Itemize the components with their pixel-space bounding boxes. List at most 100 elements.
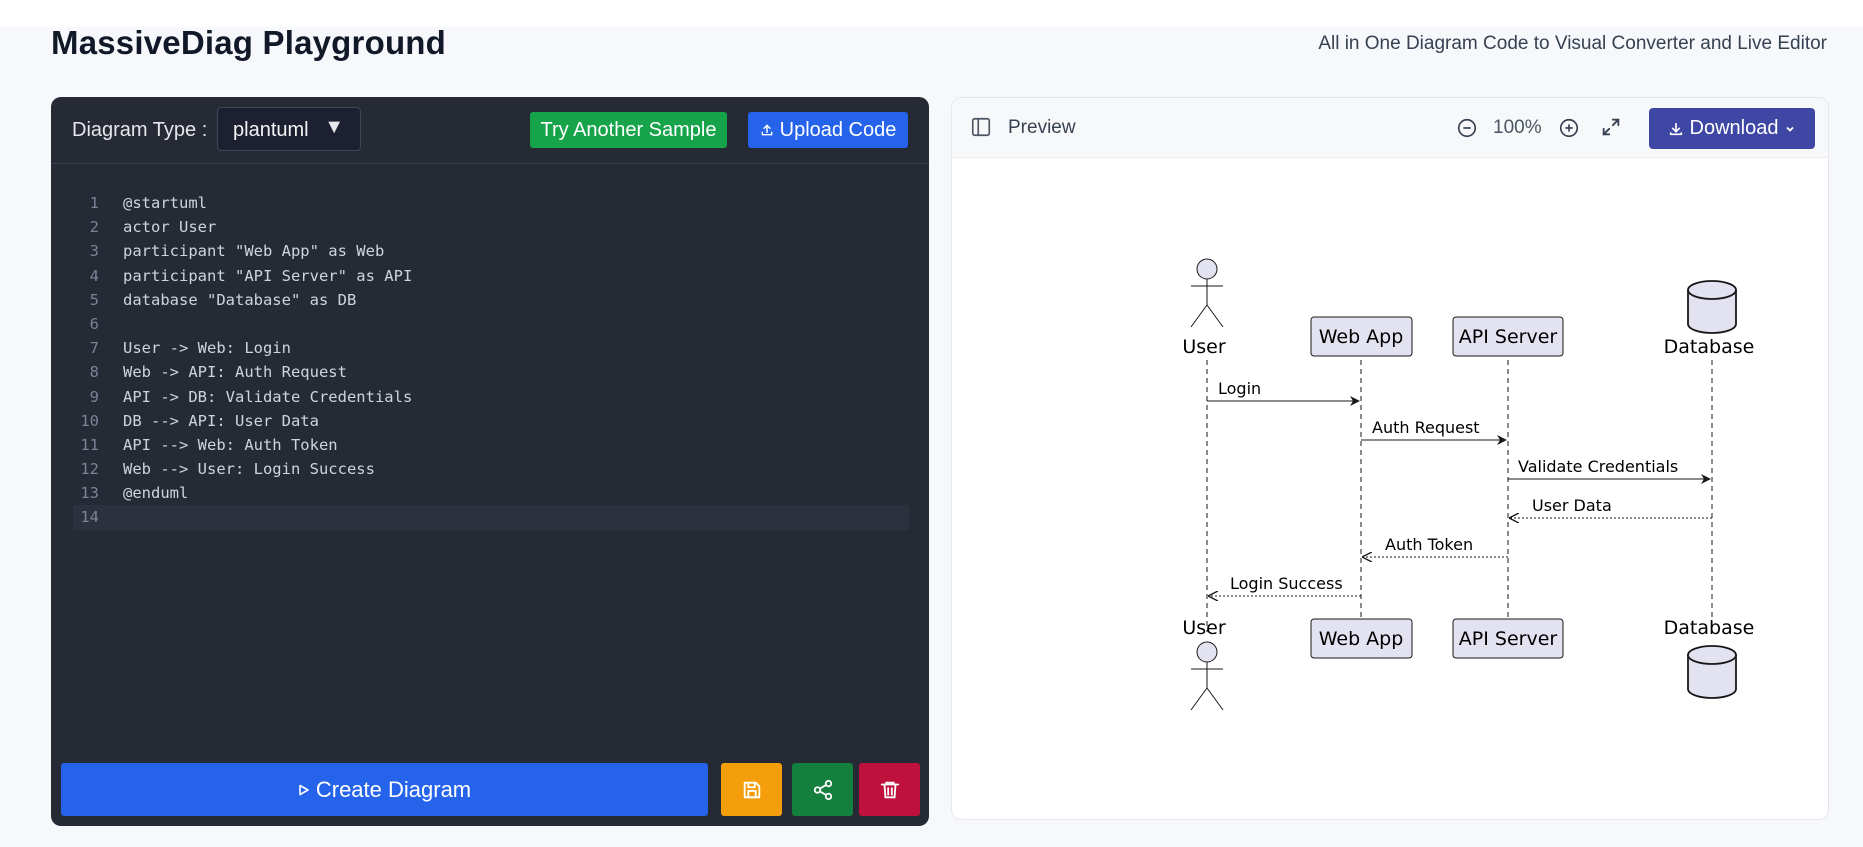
lifelines <box>1206 360 1713 632</box>
save-button[interactable] <box>721 763 782 816</box>
code-line: 10 DB --> API: User Data <box>73 409 909 433</box>
line-number: 2 <box>89 218 99 237</box>
code-text: Web -> API: Auth Request <box>123 363 347 382</box>
upload-code-label: Upload Code <box>779 118 897 141</box>
zoom-in-icon[interactable] <box>1558 117 1580 139</box>
line-number: 12 <box>80 460 99 479</box>
chevron-down-icon <box>1786 126 1795 132</box>
actor-user-top <box>1190 258 1224 328</box>
participant-box-web-bottom <box>1310 618 1413 659</box>
code-text: Web --> User: Login Success <box>123 460 375 479</box>
save-icon <box>743 781 760 798</box>
diagram-type-value: plantuml <box>233 119 309 141</box>
message-label-validate: Validate Credentials <box>1518 457 1678 476</box>
line-number: 1 <box>89 194 99 212</box>
message-label-auth-request: Auth Request <box>1372 418 1480 437</box>
participant-label-user-top: User <box>1182 336 1225 358</box>
code-line: 14 <box>73 505 909 530</box>
zoom-level: 100% <box>1493 117 1542 138</box>
message-label-login: Login <box>1218 379 1261 398</box>
line-number: 11 <box>80 435 99 454</box>
trash-icon <box>880 781 899 798</box>
code-text: User -> Web: Login <box>123 339 291 358</box>
database-icon-bottom <box>1687 645 1737 699</box>
code-line: 3 participant "Web App" as Web <box>73 239 909 263</box>
download-label: Download <box>1689 117 1779 139</box>
line-number: 4 <box>89 266 99 285</box>
code-line: 9 API -> DB: Validate Credentials <box>73 385 909 409</box>
preview-toolbar: Preview 100% Download <box>952 98 1828 158</box>
line-number: 7 <box>89 339 99 358</box>
code-text: DB --> API: User Data <box>123 411 319 430</box>
preview-panel: Preview 100% Download <box>951 97 1829 820</box>
line-number: 6 <box>89 314 99 333</box>
line-number: 13 <box>80 484 99 503</box>
code-editor-panel: Diagram Type : plantuml ▼ Try Another Sa… <box>51 97 929 826</box>
participant-box-api-bottom <box>1452 618 1564 659</box>
zoom-out-icon[interactable] <box>1456 117 1478 139</box>
download-button[interactable]: Download <box>1649 108 1815 149</box>
code-line: 13 @enduml <box>73 481 909 505</box>
line-number: 5 <box>89 290 99 309</box>
participant-label-api-bottom: API Server <box>1459 628 1558 650</box>
create-diagram-label: Create Diagram <box>315 776 472 802</box>
message-login-success: Login Success <box>1209 574 1361 596</box>
message-auth-request: Auth Request <box>1361 418 1507 445</box>
dropdown-caret-icon: ▼ <box>324 116 344 138</box>
sidebar-toggle-icon[interactable] <box>970 116 992 138</box>
page-title: MassiveDiag Playground <box>51 24 447 61</box>
participant-label-web-bottom: Web App <box>1319 628 1404 650</box>
code-text: participant "Web App" as Web <box>123 242 385 261</box>
participant-label-api-top: API Server <box>1459 326 1558 348</box>
page-subtitle: All in One Diagram Code to Visual Conver… <box>1318 33 1827 54</box>
upload-icon <box>761 124 773 136</box>
code-text: @enduml <box>123 484 189 503</box>
participant-box-api-top <box>1452 316 1564 357</box>
download-icon <box>1669 122 1682 135</box>
line-number: 14 <box>80 508 99 527</box>
top-band <box>0 0 1863 27</box>
line-number: 9 <box>89 387 99 406</box>
actor-user-bottom <box>1190 641 1224 711</box>
message-label-auth-token: Auth Token <box>1385 535 1473 554</box>
message-label-user-data: User Data <box>1532 496 1612 515</box>
code-text: database "Database" as DB <box>123 290 357 309</box>
create-diagram-button[interactable]: Create Diagram <box>61 763 708 816</box>
upload-code-button[interactable]: Upload Code <box>748 112 908 148</box>
code-line: 1 @startuml <box>73 191 909 215</box>
delete-button[interactable] <box>859 763 920 816</box>
share-button[interactable] <box>792 763 853 816</box>
line-number: 3 <box>89 242 99 261</box>
code-line: 12 Web --> User: Login Success <box>73 457 909 481</box>
participant-box-web-top <box>1310 316 1413 357</box>
line-number: 10 <box>80 411 99 430</box>
diagram-type-label: Diagram Type : <box>72 119 208 141</box>
participant-label-web-top: Web App <box>1319 326 1404 348</box>
diagram-type-select[interactable]: plantuml ▼ <box>217 107 361 151</box>
code-text: API -> DB: Validate Credentials <box>123 387 413 406</box>
participant-label-db-top: Database <box>1664 336 1755 358</box>
code-line: 4 participant "API Server" as API <box>73 264 909 288</box>
line-number: 8 <box>89 363 99 382</box>
sequence-diagram: User Web App API Server Database Login A… <box>1182 258 1755 711</box>
editor-toolbar: Diagram Type : plantuml ▼ Try Another Sa… <box>51 97 929 164</box>
participant-label-db-bottom: Database <box>1664 617 1755 639</box>
code-text: participant "API Server" as API <box>123 266 413 285</box>
share-icon <box>813 779 832 800</box>
preview-label: Preview <box>1008 117 1076 138</box>
message-validate-credentials: Validate Credentials <box>1508 457 1711 484</box>
fullscreen-icon[interactable] <box>1600 116 1622 138</box>
message-login: Login <box>1207 379 1360 406</box>
code-line: 6 <box>73 312 909 336</box>
code-line: 5 database "Database" as DB <box>73 288 909 312</box>
message-label-login-success: Login Success <box>1230 574 1343 593</box>
database-icon-top <box>1687 280 1737 334</box>
message-user-data: User Data <box>1510 496 1712 518</box>
code-text: @startuml <box>123 194 207 212</box>
code-line: 8 Web -> API: Auth Request <box>73 360 909 384</box>
play-icon <box>299 784 309 795</box>
try-another-sample-button[interactable]: Try Another Sample <box>530 112 727 148</box>
